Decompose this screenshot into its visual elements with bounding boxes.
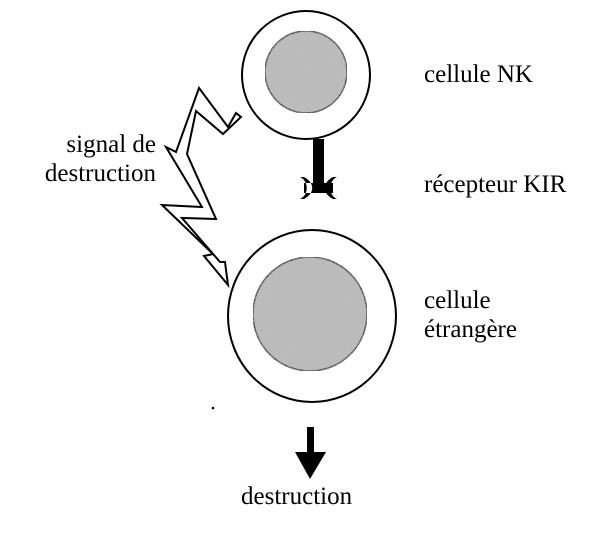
destruction-signal-label: signal de destruction <box>45 130 156 188</box>
foreign-cell <box>228 230 396 402</box>
destruction-signal-bolt-icon <box>162 88 241 285</box>
nk-cell-label: cellule NK <box>424 60 533 89</box>
destruction-signal-label-line2: destruction <box>45 159 156 188</box>
kir-receptor-stalk <box>313 139 324 187</box>
foreign-cell-label: cellule étrangère <box>424 286 517 344</box>
foreign-cell-label-line2: étrangère <box>424 315 517 344</box>
kir-receptor <box>300 139 337 199</box>
nk-cell <box>242 11 370 139</box>
destruction-arrow-icon <box>295 427 326 479</box>
stray-dot <box>212 407 215 410</box>
destruction-signal-label-line1: signal de <box>45 130 156 159</box>
nk-cell-nucleus <box>265 31 347 113</box>
foreign-cell-nucleus <box>253 257 367 371</box>
foreign-cell-label-line1: cellule <box>424 286 517 315</box>
kir-receptor-label: récepteur KIR <box>424 170 566 199</box>
destruction-label: destruction <box>241 482 352 511</box>
